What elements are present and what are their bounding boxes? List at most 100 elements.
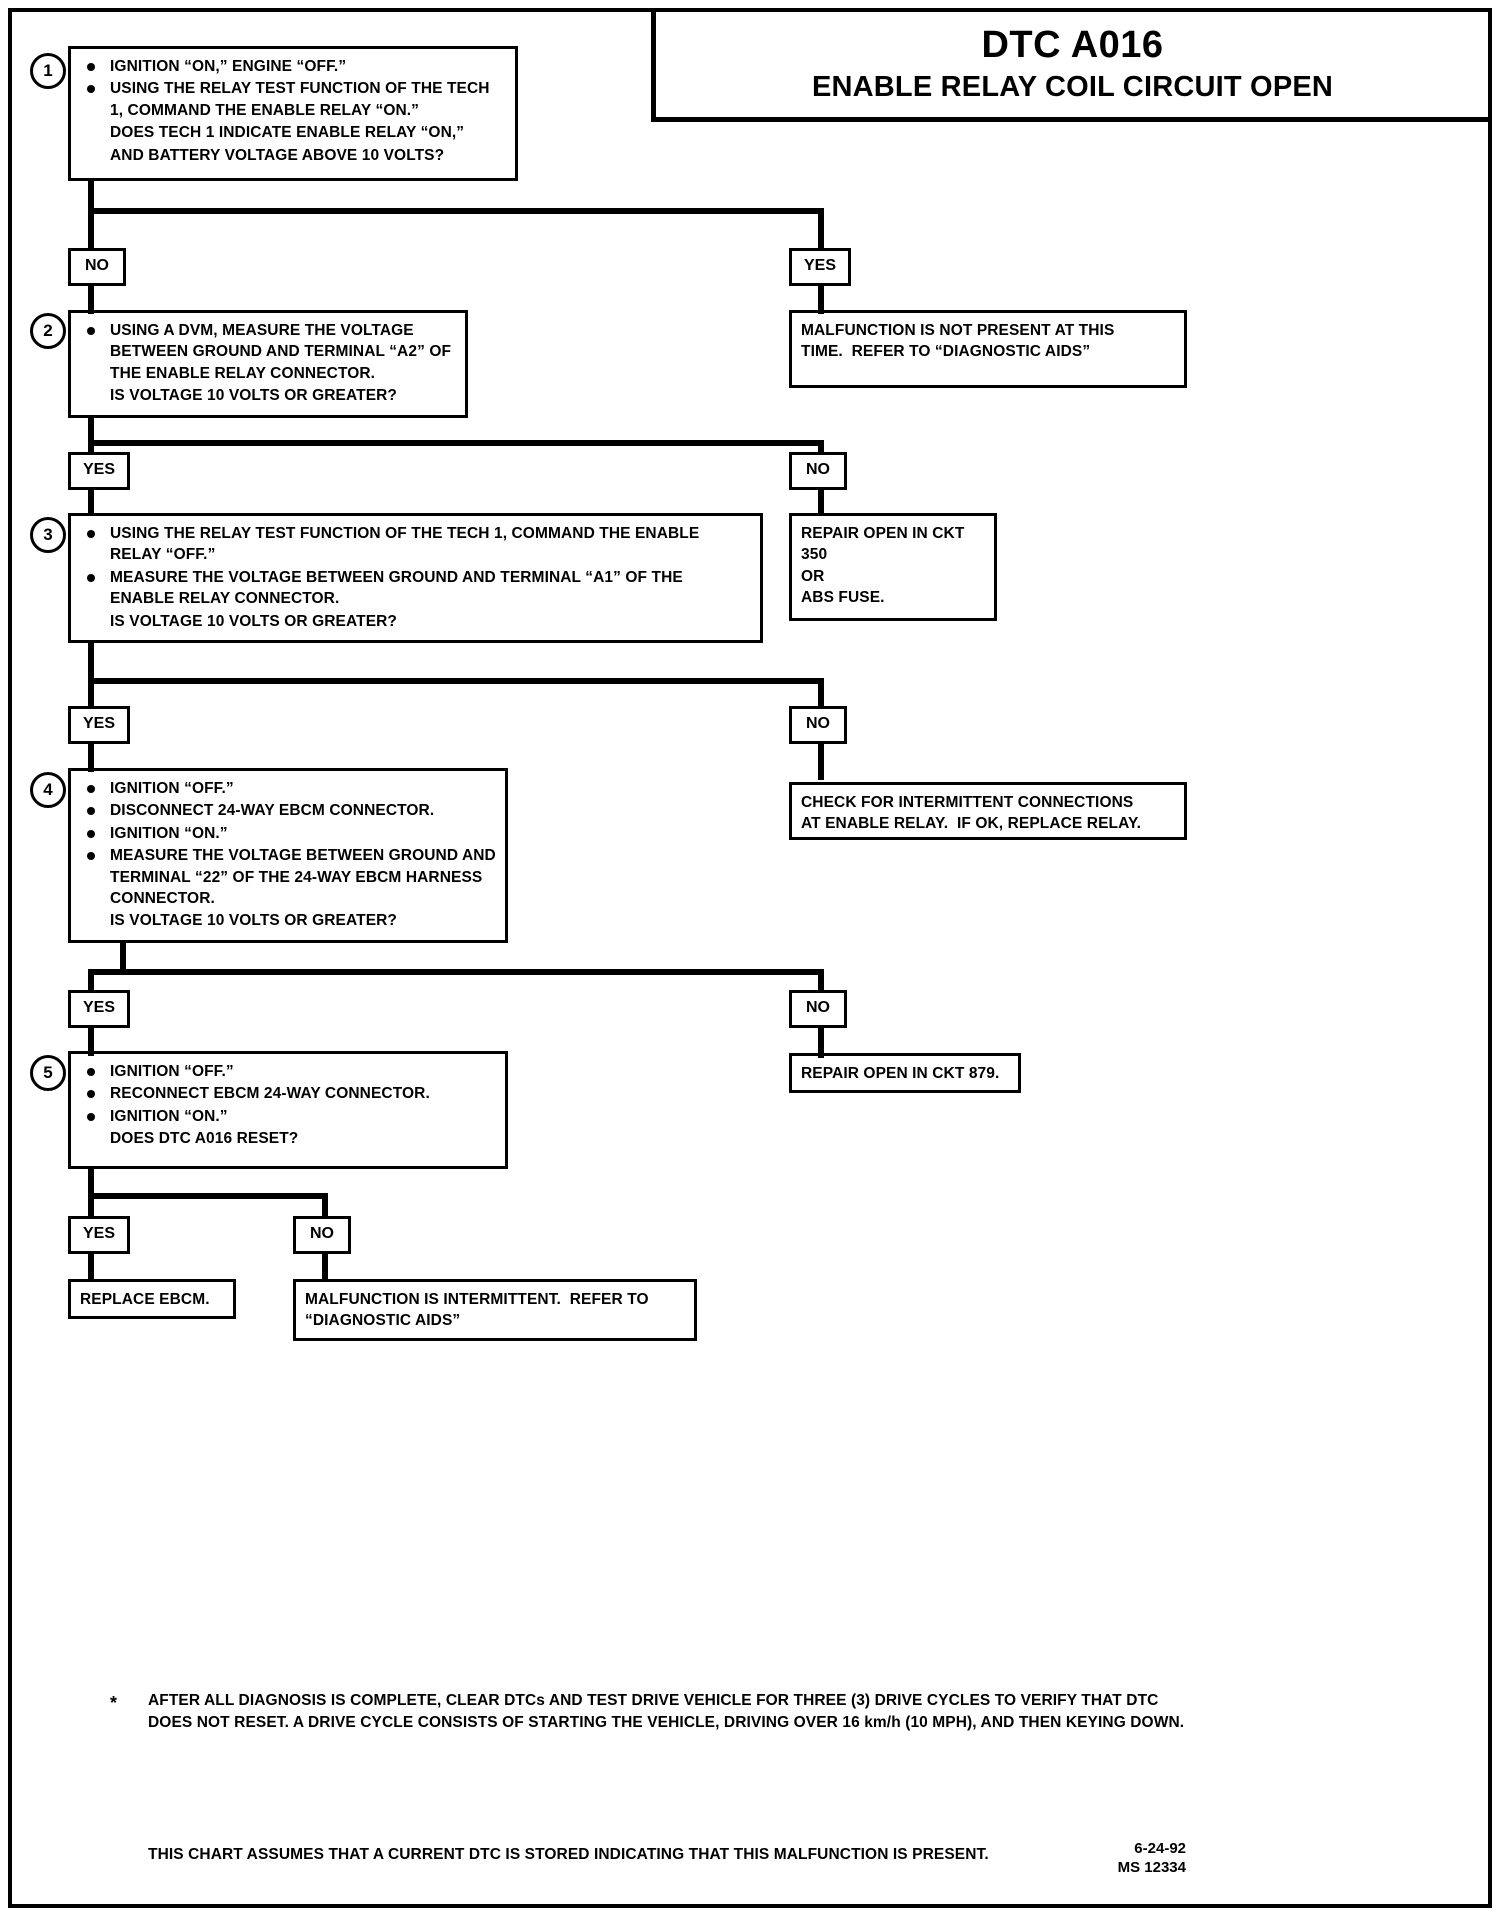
step-number-5: 5: [30, 1055, 66, 1091]
line-step3-yes-down: [88, 678, 94, 710]
footnote-text: AFTER ALL DIAGNOSIS IS COMPLETE, CLEAR D…: [148, 1692, 1185, 1732]
result-replace-ebcm-lines: REPLACE EBCM.: [80, 1289, 224, 1310]
line-step4-down: [120, 943, 126, 975]
step-number-3: 3: [30, 517, 66, 553]
step-5-question-1: DOES DTC A016 RESET?: [110, 1130, 299, 1148]
step-3-bullets: USING THE RELAY TEST FUNCTION OF THE TEC…: [80, 523, 751, 632]
footnote: * AFTER ALL DIAGNOSIS IS COMPLETE, CLEAR…: [110, 1690, 1195, 1735]
result-malfunction-not-present-lines: MALFUNCTION IS NOT PRESENT AT THIS TIME.…: [801, 320, 1175, 363]
step-2-bullet-1: USING A DVM, MEASURE THE VOLTAGE BETWEEN…: [80, 320, 456, 384]
line-step1-down: [88, 181, 94, 213]
step-4-bullet-4: MEASURE THE VOLTAGE BETWEEN GROUND AND T…: [80, 845, 496, 909]
result-line-4: ABS FUSE.: [801, 589, 885, 607]
result-malfunction-not-present: MALFUNCTION IS NOT PRESENT AT THIS TIME.…: [789, 310, 1187, 388]
step-5-bullets: IGNITION “OFF.” RECONNECT EBCM 24-WAY CO…: [80, 1061, 496, 1150]
result-line-2: AT ENABLE RELAY. IF OK, REPLACE RELAY.: [801, 815, 1142, 833]
step-1-bullet-1: IGNITION “ON,” ENGINE “OFF.”: [80, 56, 506, 77]
branch-tag-step4-yes: YES: [68, 990, 130, 1028]
line-step2-down: [88, 418, 94, 446]
result-repair-ckt-879: REPAIR OPEN IN CKT 879.: [789, 1053, 1021, 1093]
result-line-1: REPLACE EBCM.: [80, 1291, 210, 1308]
branch-tag-step2-yes: YES: [68, 452, 130, 490]
line-step3-down: [88, 643, 94, 683]
branch-tag-step2-no: NO: [789, 452, 847, 490]
line-step5-yes-to-result: [88, 1254, 94, 1282]
footnote-marker: *: [110, 1693, 118, 1713]
line-step2-no-down: [818, 440, 824, 456]
result-line-1: MALFUNCTION IS NOT PRESENT AT THIS: [801, 322, 1115, 339]
step-number-2: 2: [30, 313, 66, 349]
line-step3-no-down: [818, 678, 824, 710]
step-1-bullets: IGNITION “ON,” ENGINE “OFF.” USING THE R…: [80, 56, 506, 166]
line-step1-yes-to-result: [818, 286, 824, 314]
step-2-bullets: USING A DVM, MEASURE THE VOLTAGE BETWEEN…: [80, 320, 456, 407]
step-3-bullet-2: MEASURE THE VOLTAGE BETWEEN GROUND AND T…: [80, 567, 751, 610]
line-step4-horizontal: [120, 969, 824, 975]
line-step4-no-down: [818, 969, 824, 993]
step-3-bullet-1: USING THE RELAY TEST FUNCTION OF THE TEC…: [80, 523, 751, 566]
line-step4-no-to-result: [818, 1028, 824, 1058]
doc-id: MS 12334: [1117, 1858, 1186, 1876]
step-2-question-1: IS VOLTAGE 10 VOLTS OR GREATER?: [110, 387, 398, 405]
step-5-box: IGNITION “OFF.” RECONNECT EBCM 24-WAY CO…: [68, 1051, 508, 1169]
line-step3-yes-to-step4: [88, 744, 94, 772]
line-step2-yes-to-step3: [88, 490, 94, 516]
step-4-bullet-2: DISCONNECT 24-WAY EBCM CONNECTOR.: [80, 800, 496, 821]
result-line-1: REPAIR OPEN IN CKT 879.: [801, 1065, 1000, 1082]
branch-tag-step4-no: NO: [789, 990, 847, 1028]
line-step2-horizontal: [88, 440, 824, 446]
page-border: [8, 8, 1492, 1908]
line-step3-horizontal: [88, 678, 824, 684]
line-step1-horizontal: [88, 208, 824, 214]
result-malfunction-intermittent: MALFUNCTION IS INTERMITTENT. REFER TO “D…: [293, 1279, 697, 1341]
step-5-bullet-1: IGNITION “OFF.”: [80, 1061, 496, 1082]
doc-date: 6-24-92: [1134, 1840, 1186, 1857]
result-repair-ckt-350: REPAIR OPEN IN CKT 350 OR ABS FUSE.: [789, 513, 997, 621]
dtc-code: DTC A016: [981, 24, 1164, 66]
step-5-bullet-3: IGNITION “ON.”: [80, 1106, 496, 1127]
title-block: DTC A016 ENABLE RELAY COIL CIRCUIT OPEN: [651, 12, 1489, 122]
line-step2-yes-down: [88, 440, 94, 456]
result-line-2: TIME. REFER TO “DIAGNOSTIC AIDS”: [801, 343, 1091, 361]
step-4-bullet-1: IGNITION “OFF.”: [80, 778, 496, 799]
line-step4-yes-jog: [88, 969, 126, 975]
result-repair-ckt-350-lines: REPAIR OPEN IN CKT 350 OR ABS FUSE.: [801, 523, 985, 609]
line-step4-yes-down: [88, 969, 94, 993]
step-4-bullet-3: IGNITION “ON.”: [80, 823, 496, 844]
step-5-bullet-2: RECONNECT EBCM 24-WAY CONNECTOR.: [80, 1083, 496, 1104]
footer-assumption: THIS CHART ASSUMES THAT A CURRENT DTC IS…: [148, 1846, 989, 1863]
step-1-question-2: AND BATTERY VOLTAGE ABOVE 10 VOLTS?: [110, 146, 445, 164]
branch-tag-step5-yes: YES: [68, 1216, 130, 1254]
step-4-bullets: IGNITION “OFF.” DISCONNECT 24-WAY EBCM C…: [80, 778, 496, 932]
line-step5-horizontal: [88, 1193, 328, 1199]
step-number-4: 4: [30, 772, 66, 808]
line-step3-no-to-result: [818, 744, 824, 780]
result-line-1: REPAIR OPEN IN CKT: [801, 525, 965, 542]
dtc-description: ENABLE RELAY COIL CIRCUIT OPEN: [811, 71, 1334, 103]
doc-code-block: 6-24-92 MS 12334: [1000, 1840, 1186, 1878]
result-line-2: “DIAGNOSTIC AIDS”: [305, 1312, 461, 1330]
step-4-box: IGNITION “OFF.” DISCONNECT 24-WAY EBCM C…: [68, 768, 508, 943]
line-step5-no-to-result: [322, 1254, 328, 1282]
step-1-bullet-2: USING THE RELAY TEST FUNCTION OF THE TEC…: [80, 78, 506, 121]
step-1-question-1: DOES TECH 1 INDICATE ENABLE RELAY “ON,”: [110, 124, 465, 142]
line-step2-no-to-result: [818, 490, 824, 516]
result-line-1: CHECK FOR INTERMITTENT CONNECTIONS: [801, 794, 1134, 811]
step-4-question-1: IS VOLTAGE 10 VOLTS OR GREATER?: [110, 912, 398, 930]
result-replace-ebcm: REPLACE EBCM.: [68, 1279, 236, 1319]
step-3-box: USING THE RELAY TEST FUNCTION OF THE TEC…: [68, 513, 763, 643]
result-line-2: 350: [801, 546, 828, 564]
result-check-intermittent: CHECK FOR INTERMITTENT CONNECTIONS AT EN…: [789, 782, 1187, 840]
line-step5-no-down: [322, 1193, 328, 1221]
line-step1-yes-down: [818, 208, 824, 252]
line-step4-yes-to-step5: [88, 1028, 94, 1056]
step-3-question-1: IS VOLTAGE 10 VOLTS OR GREATER?: [110, 612, 398, 630]
line-step1-no-down: [88, 208, 94, 252]
result-repair-ckt-879-lines: REPAIR OPEN IN CKT 879.: [801, 1063, 1009, 1084]
branch-tag-step1-no: NO: [68, 248, 126, 286]
branch-tag-step3-yes: YES: [68, 706, 130, 744]
line-step1-no-to-step2: [88, 286, 94, 314]
step-number-1: 1: [30, 53, 66, 89]
result-malfunction-intermittent-lines: MALFUNCTION IS INTERMITTENT. REFER TO “D…: [305, 1289, 685, 1332]
result-line-1: MALFUNCTION IS INTERMITTENT. REFER TO: [305, 1291, 649, 1308]
